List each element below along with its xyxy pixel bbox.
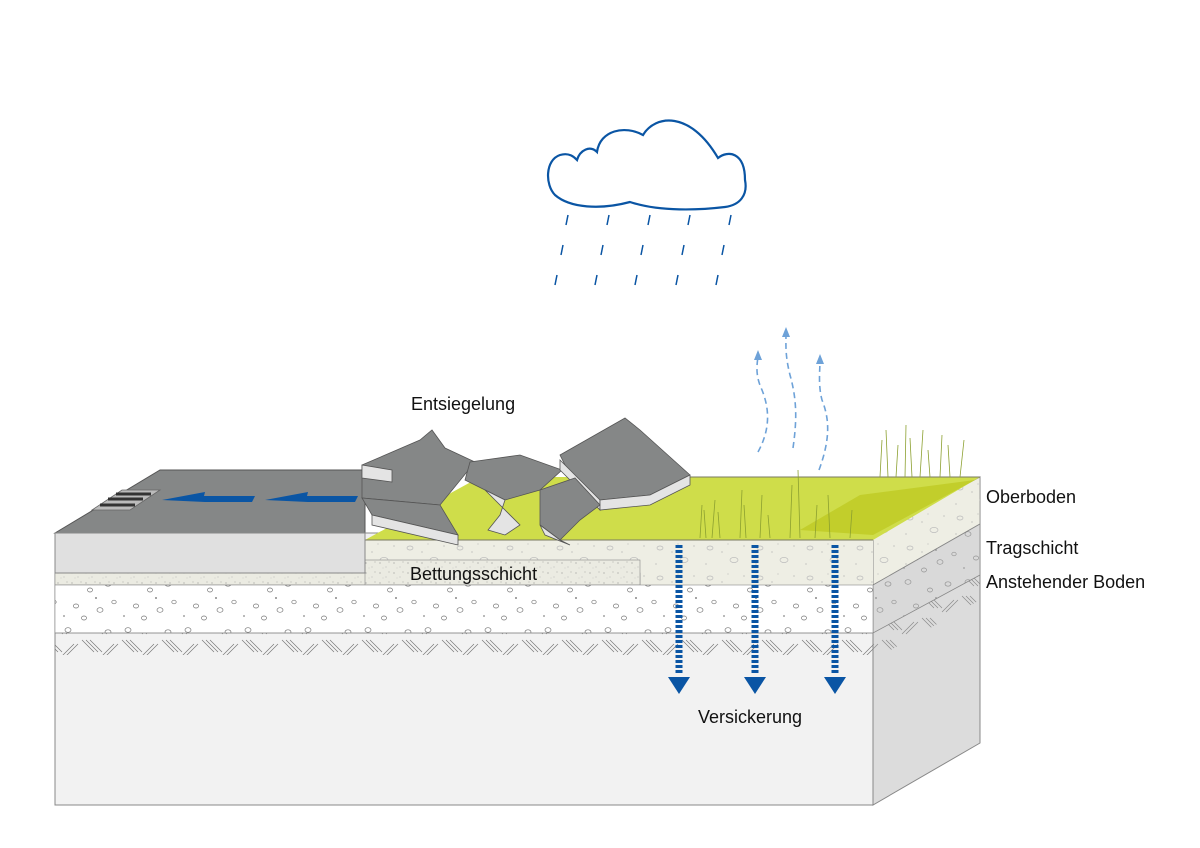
broken-asphalt-slabs: [361, 417, 691, 546]
runoff-arrow-icon: [265, 492, 358, 502]
grass-blades: [699, 424, 965, 539]
label-topsoil: Oberboden: [986, 487, 1077, 507]
label-natural-soil: Anstehender Boden: [986, 572, 1146, 592]
label-unsealing: Entsiegelung: [411, 394, 516, 414]
block-right-face: [872, 476, 981, 806]
infiltration-arrow-icon: [824, 545, 846, 694]
asphalt-slab: [53, 469, 366, 574]
evaporation-arrow-icon: [818, 359, 829, 471]
infiltration-arrow-icon: [668, 545, 690, 694]
infiltration-arrows: [668, 545, 846, 694]
infiltration-arrow-icon: [744, 545, 766, 694]
evaporation-arrowhead: [754, 350, 762, 360]
evaporation-arrowhead: [782, 327, 790, 337]
evaporation-arrowhead: [816, 354, 824, 364]
runoff-arrows: [162, 492, 358, 502]
label-base-layer: Tragschicht: [986, 538, 1079, 558]
drain-grate-icon: [90, 489, 162, 511]
evaporation-arrow-icon: [785, 332, 797, 449]
evaporation-arrow-icon: [756, 355, 769, 453]
rain-cloud-icon: [547, 119, 747, 211]
evaporation-arrows: [756, 332, 829, 471]
runoff-arrow-icon: [162, 492, 255, 502]
label-infiltration: Versickerung: [698, 707, 803, 727]
rain-drops: [554, 214, 732, 286]
block-front-face: [54, 532, 874, 806]
label-bedding-layer: Bettungsschicht: [410, 564, 538, 584]
